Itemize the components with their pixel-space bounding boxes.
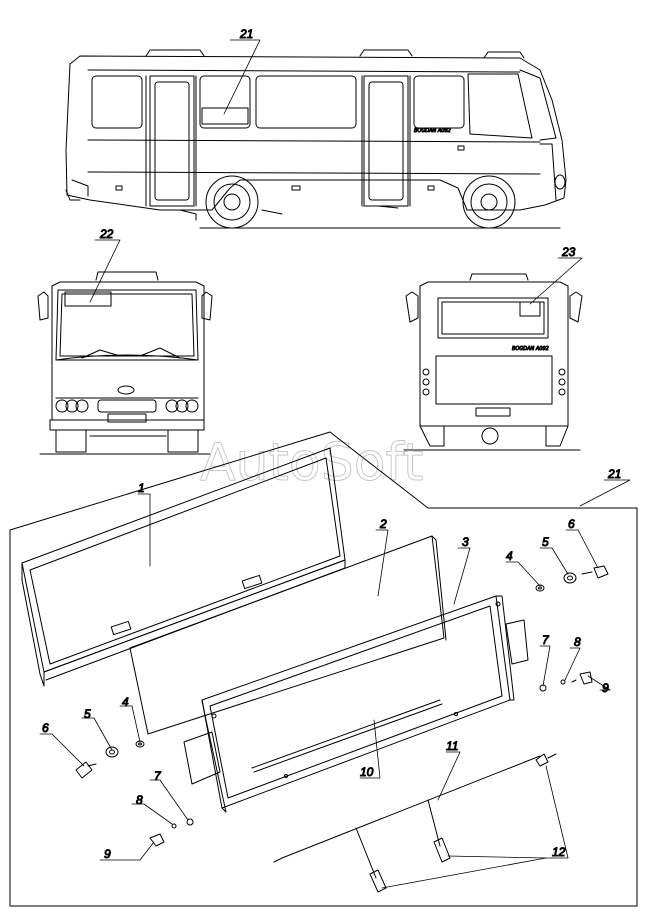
part-12-connectors (369, 753, 557, 893)
leader-lines (39, 39, 631, 889)
callout-6-left: 6 (42, 721, 49, 735)
bus-side-label: BOGDAN A092 (414, 128, 451, 134)
callout-21-top: 21 (239, 27, 253, 41)
callout-22: 22 (99, 227, 114, 241)
callout-8-right: 8 (574, 635, 581, 649)
callout-2: 2 (379, 517, 387, 531)
bus-side-view: BOGDAN A092 (65, 49, 567, 229)
callout-labels: 21 22 23 21 1 2 3 4 5 6 7 8 9 4 5 6 7 8 … (42, 27, 622, 862)
callout-7-right: 7 (542, 633, 550, 647)
fasteners-left (75, 740, 194, 847)
callout-21-box: 21 (607, 467, 621, 481)
callout-9-right: 9 (602, 681, 609, 695)
bus-front-view (37, 271, 213, 455)
callout-9-left: 9 (104, 847, 111, 861)
bus-rear-view: BOGDAN A092 (403, 273, 583, 451)
callout-6-right: 6 (568, 517, 575, 531)
callout-7-left: 7 (154, 769, 162, 783)
part-2-sheet (129, 535, 447, 735)
callout-5-right: 5 (542, 535, 549, 549)
callout-12: 12 (552, 845, 566, 859)
callout-1: 1 (138, 481, 145, 495)
callout-23: 23 (561, 245, 576, 259)
callout-4-left: 4 (122, 695, 129, 709)
callout-4-right: 4 (506, 549, 513, 563)
part-11-cable (273, 755, 541, 879)
fasteners-right (535, 565, 609, 692)
part-3-tray (183, 595, 529, 813)
callout-5-left: 5 (84, 707, 91, 721)
callout-11: 11 (446, 739, 458, 753)
callout-3: 3 (462, 535, 469, 549)
callout-10: 10 (360, 765, 374, 779)
callout-8-left: 8 (136, 793, 143, 807)
bus-rear-label: BOGDAN A092 (512, 346, 549, 352)
detail-frame (9, 431, 638, 907)
